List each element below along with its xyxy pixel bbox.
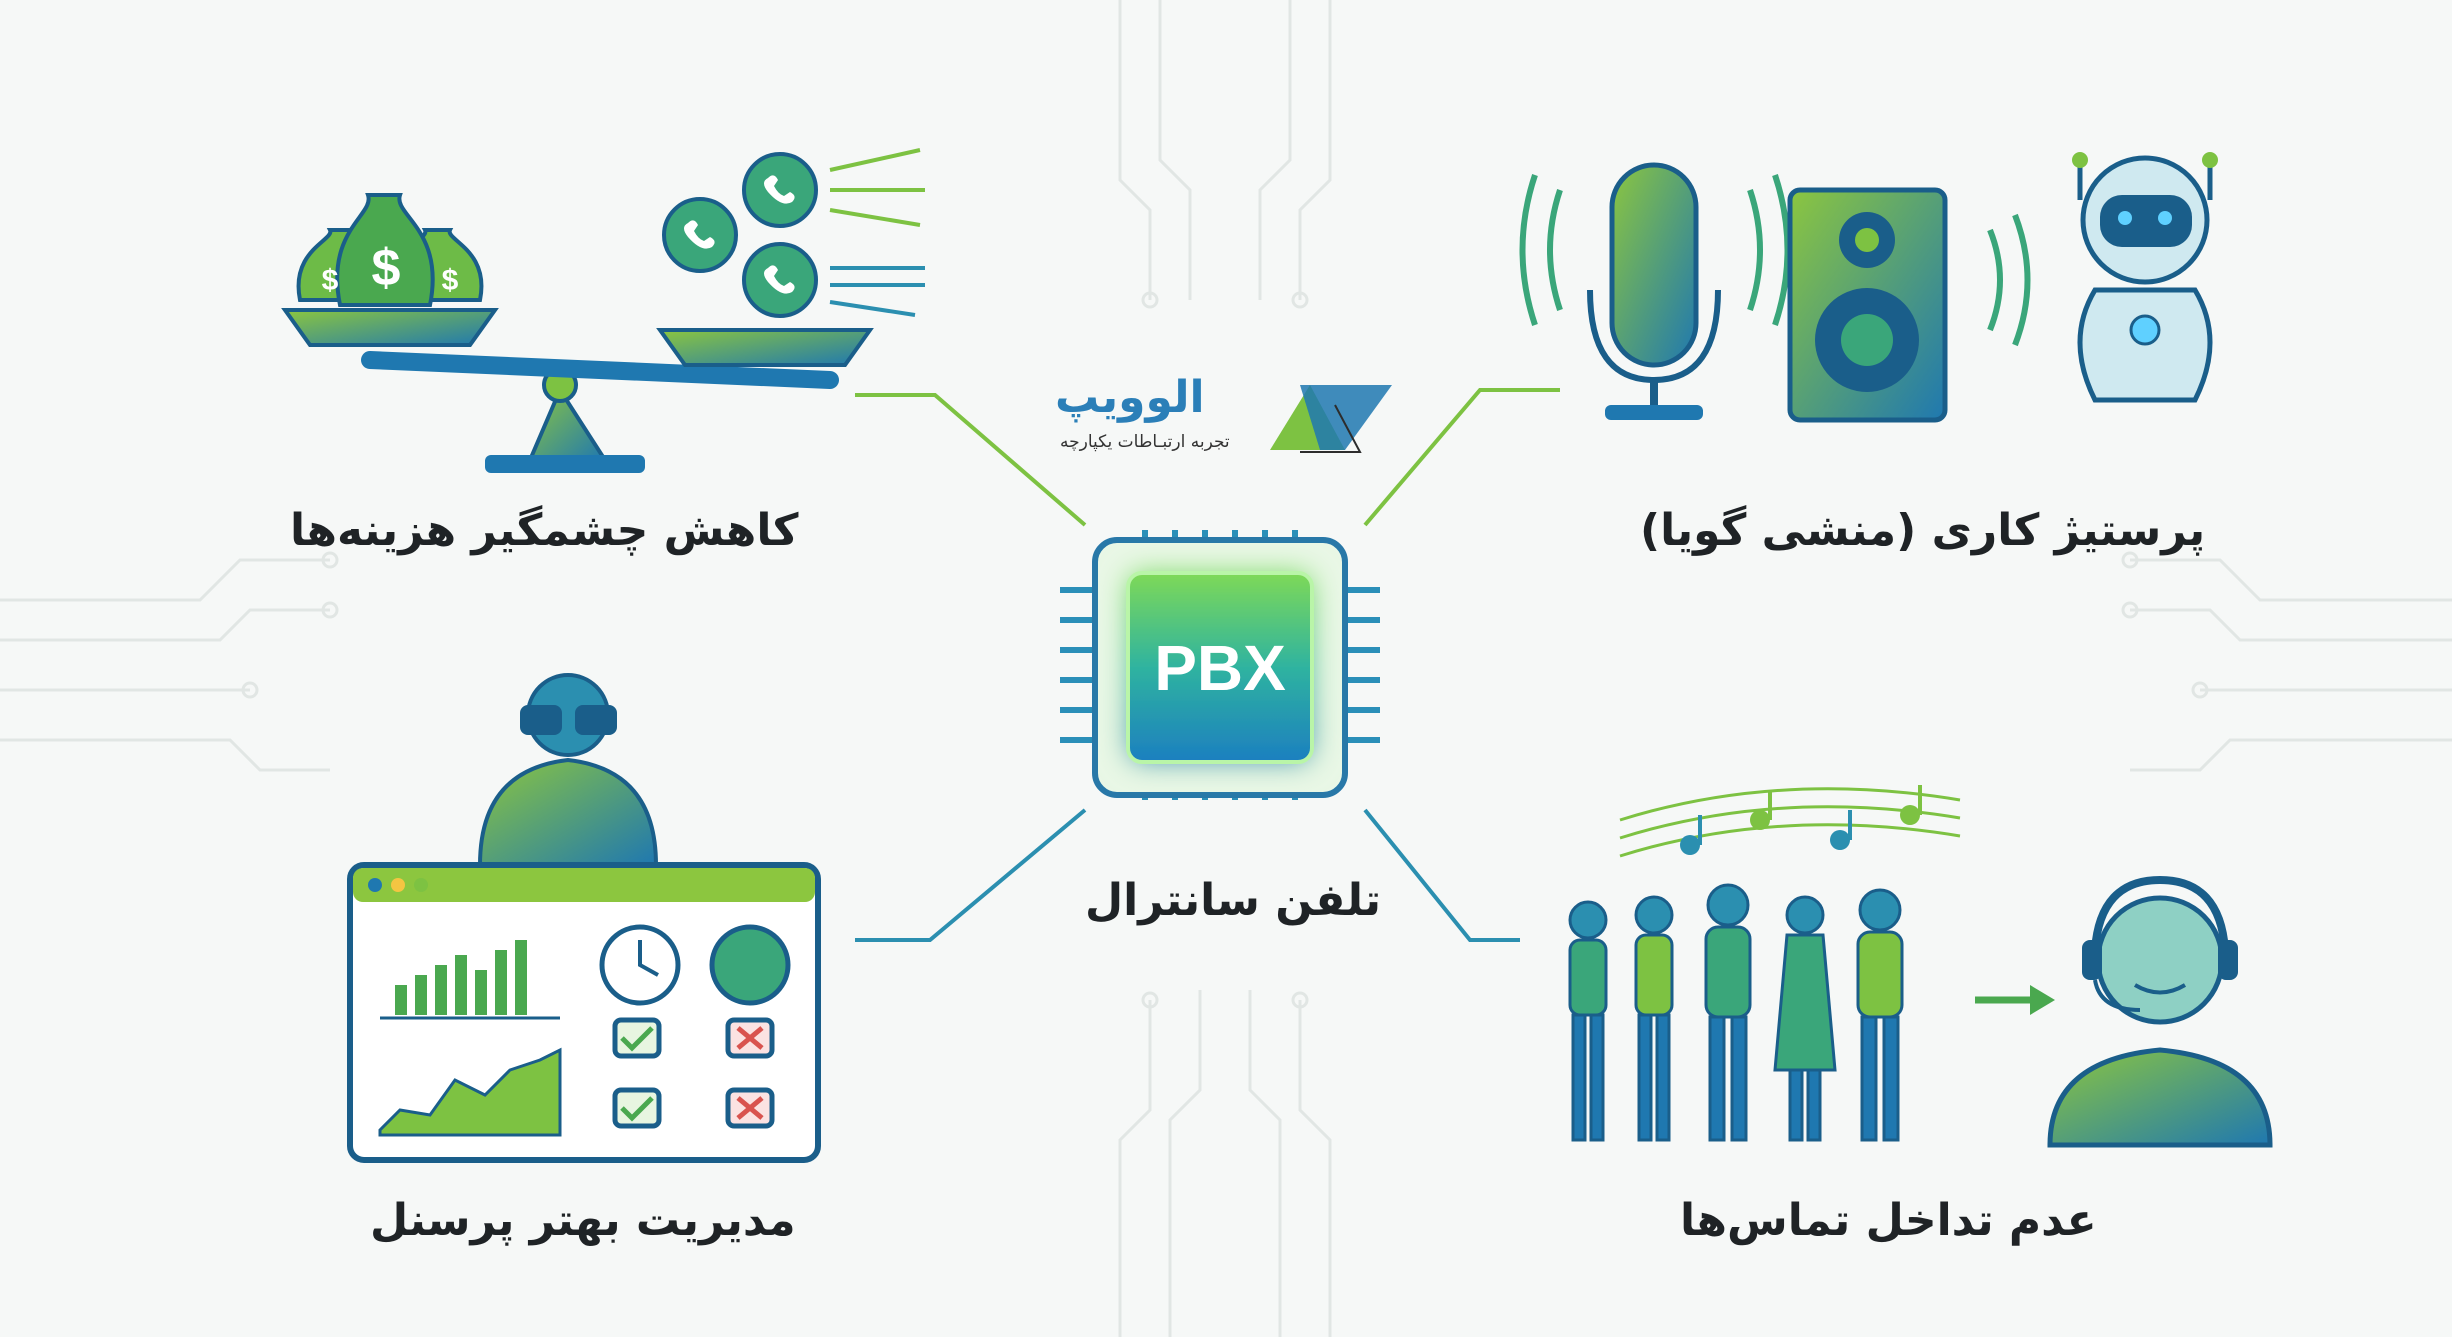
- logo-name: الو‌ویپ: [1055, 372, 1205, 423]
- ivr-icon: [1519, 152, 2218, 423]
- pbx-chip-label: PBX: [1154, 632, 1286, 704]
- label-pbx-phone: تلفن سانترال: [1085, 875, 1381, 926]
- label-cost-reduction: کاهش چشمگیر هزینه‌ها: [290, 505, 799, 556]
- svg-text:$: $: [322, 264, 339, 297]
- pbx-chip: [1060, 530, 1380, 800]
- cost-scale-icon: $ $ $: [281, 148, 925, 473]
- label-no-call-interference: عدم تداخل تماس‌ها: [1680, 1195, 2097, 1246]
- call-queue-icon: [1568, 785, 2273, 1148]
- connector-lines: [855, 388, 1560, 942]
- logo-mark: [1270, 385, 1392, 453]
- svg-text:$: $: [442, 264, 459, 297]
- logo-tagline: تجربه ارتبـاطات یکپارچه: [1060, 432, 1230, 452]
- svg-text:$: $: [372, 239, 401, 297]
- label-prestige-ivr: پرستیژ کاری (منشی گویا): [1640, 505, 2206, 556]
- staff-management-icon: [347, 673, 821, 1163]
- label-staff-management: مدیریت بهتر پرسنل: [370, 1195, 796, 1246]
